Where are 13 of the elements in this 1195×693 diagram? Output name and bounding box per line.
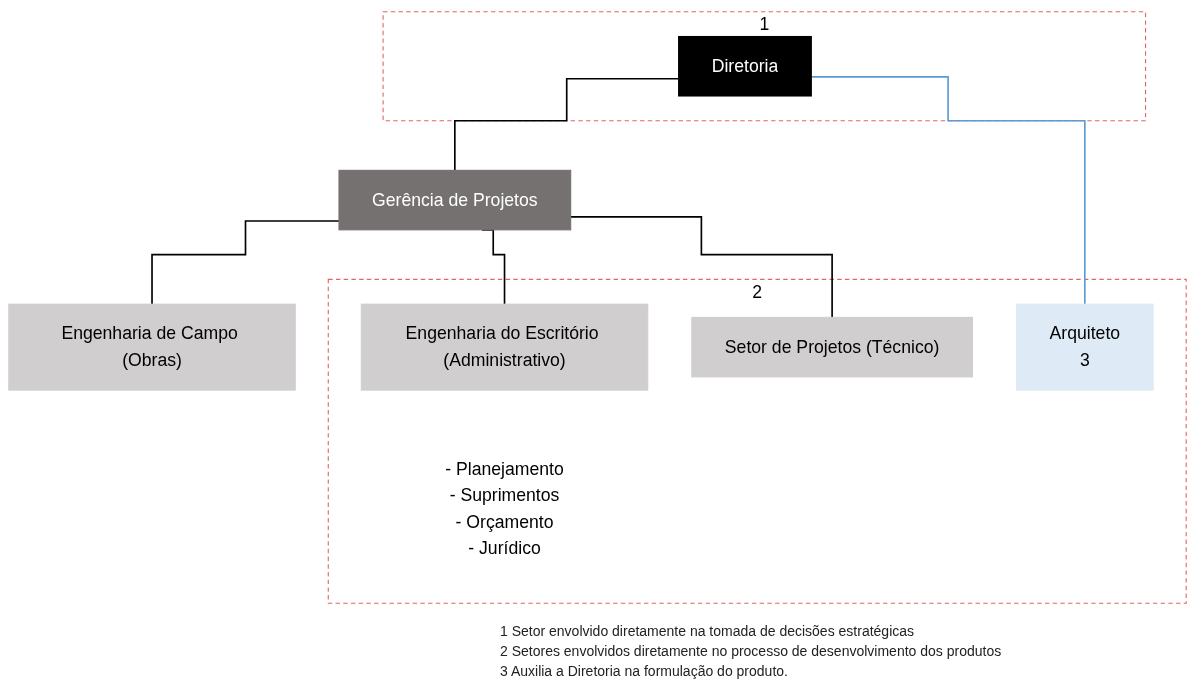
node-label: - Suprimentos	[449, 485, 560, 505]
node-box: Arquiteto 3	[1015, 303, 1154, 391]
node-label: - Orçamento	[455, 512, 554, 532]
node-label: - Jurídico	[468, 538, 541, 558]
node-box: Engenharia de Campo (Obras)	[8, 303, 296, 391]
node-box: Engenharia do Escritório (Administrativo)	[360, 303, 649, 391]
node-label: - Planejamento	[445, 459, 564, 479]
footnote: 2 Setores envolvidos diretamente no processo de desenvolvimento dos produtos	[500, 643, 1003, 659]
footnote: 1 Setor envolvido diretamente na tomada de decisões estratégicas	[500, 623, 916, 639]
footnote: 3 Auxilia a Diretoria na formulação do produto.	[500, 663, 789, 679]
node-box: Diretoria	[678, 35, 812, 97]
node-box: Gerência de Projetos	[338, 169, 572, 231]
node-box: Setor de Projetos (Técnico)	[691, 316, 973, 378]
